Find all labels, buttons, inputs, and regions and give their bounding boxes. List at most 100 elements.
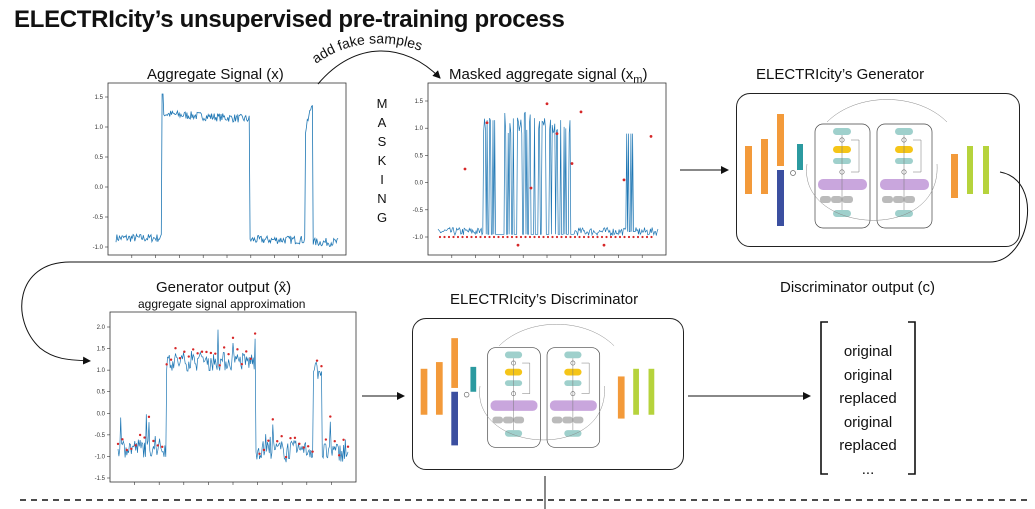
- transformer-block: [876, 123, 933, 229]
- fake-sample-marker: [551, 235, 554, 239]
- masked-plot: 1.51.00.50.0-0.5-1.0: [413, 82, 667, 258]
- layer-block: [617, 376, 625, 419]
- approximation-marker: [196, 352, 199, 355]
- fake-sample-marker: [649, 134, 653, 138]
- approximation-marker: [214, 352, 217, 355]
- skip-line: [851, 139, 860, 173]
- masking-letter: N: [377, 191, 387, 206]
- fake-sample-marker: [636, 235, 640, 239]
- approximation-marker: [222, 346, 226, 349]
- output-item: original: [843, 413, 893, 431]
- fake-sample-marker: [632, 235, 635, 239]
- fake-sample-marker: [488, 235, 491, 239]
- norm-layer: [564, 430, 582, 437]
- approximation-marker: [152, 439, 155, 443]
- fake-sample-marker: [641, 235, 644, 239]
- fake-sample-marker: [600, 235, 604, 239]
- vector-brackets: [820, 321, 916, 475]
- output-item: replaced: [839, 437, 897, 454]
- y-tick-label: 0.5: [415, 153, 424, 159]
- layer-block: [761, 139, 768, 194]
- masking-letter: G: [376, 210, 388, 225]
- approximation-marker: [236, 348, 239, 351]
- approximation-marker: [138, 433, 142, 437]
- fake-sample-marker: [618, 235, 622, 239]
- head-block: [572, 416, 584, 424]
- approximation-marker: [346, 445, 350, 448]
- masked-title-close: ): [642, 66, 648, 83]
- approximation-marker: [306, 445, 310, 448]
- approximation-marker: [169, 358, 173, 361]
- fake-sample-marker: [627, 235, 631, 239]
- y-tick-label: -1.0: [95, 454, 106, 460]
- y-tick-label: 1.5: [97, 347, 106, 353]
- layer-block: [777, 114, 784, 166]
- approximation-marker: [298, 442, 301, 446]
- skip-line: [522, 362, 531, 394]
- fake-sample-marker: [555, 235, 559, 239]
- attention-layer: [490, 400, 538, 411]
- fake-sample-marker: [492, 235, 496, 239]
- skip-curve: [499, 324, 615, 346]
- head-block: [492, 416, 503, 424]
- aggregate-signal-line: [115, 93, 339, 247]
- fake-sample-marker: [515, 235, 518, 239]
- y-tick-label: 0.0: [95, 185, 104, 191]
- approximation-marker: [125, 448, 129, 452]
- attention-layer: [880, 179, 929, 190]
- fake-sample-marker: [546, 235, 550, 239]
- y-tick-label: -0.5: [93, 215, 104, 221]
- approximation-marker: [147, 415, 151, 419]
- approximation-marker: [311, 450, 314, 453]
- page-title: ELECTRIcity’s unsupervised pre-training …: [14, 6, 565, 33]
- fake-sample-marker: [579, 110, 583, 114]
- fake-sample-marker: [645, 235, 649, 239]
- approximation-marker: [231, 336, 235, 340]
- approximation-marker: [130, 447, 133, 451]
- generator-box: [736, 93, 1020, 247]
- layer-block: [951, 154, 958, 198]
- approximation-marker: [187, 355, 190, 358]
- discriminator-output-title: Discriminator output (c): [780, 279, 936, 296]
- norm-layer: [895, 128, 913, 135]
- fake-sample-marker: [564, 235, 568, 239]
- fake-sample-marker: [609, 235, 613, 239]
- y-tick-label: -0.5: [413, 208, 424, 214]
- fake-sample-marker: [461, 235, 464, 239]
- fake-sample-marker: [587, 235, 590, 239]
- layer-block: [967, 146, 973, 194]
- approximation-marker: [200, 350, 204, 353]
- norm-layer: [504, 351, 523, 359]
- fake-sample-marker: [497, 235, 500, 239]
- fake-sample-marker: [560, 235, 563, 239]
- y-tick-label: 1.5: [415, 99, 424, 105]
- generator-output-title: Generator output (x̂): [156, 279, 292, 296]
- masked-title-text: Masked aggregate signal (x: [449, 66, 634, 83]
- approximation-marker: [121, 438, 124, 441]
- approximation-marker: [209, 351, 213, 355]
- layer-block: [633, 368, 639, 415]
- masking-letter: I: [380, 172, 384, 187]
- skip-line: [913, 139, 922, 173]
- plot-frame: [109, 311, 357, 483]
- fake-sample-marker: [463, 167, 467, 171]
- fake-sample-marker: [485, 121, 489, 125]
- plot-frame: [107, 82, 347, 256]
- head-block: [562, 416, 573, 424]
- y-tick-label: 1.5: [95, 95, 104, 101]
- layer-block: [451, 338, 458, 388]
- y-tick-label: 0.5: [97, 390, 106, 396]
- skip-curve: [826, 99, 948, 123]
- transformer-block: [487, 347, 541, 448]
- fake-sample-marker: [528, 235, 532, 239]
- fake-sample-marker: [506, 235, 509, 239]
- masking-letter: S: [377, 134, 387, 149]
- y-tick-label: -0.5: [95, 433, 106, 439]
- approximation-marker: [276, 440, 279, 443]
- head-block: [893, 196, 904, 203]
- generator-title: ELECTRIcity’s Generator: [756, 66, 925, 83]
- layer-block: [797, 144, 803, 170]
- head-block: [513, 416, 525, 424]
- layer-block: [777, 170, 784, 226]
